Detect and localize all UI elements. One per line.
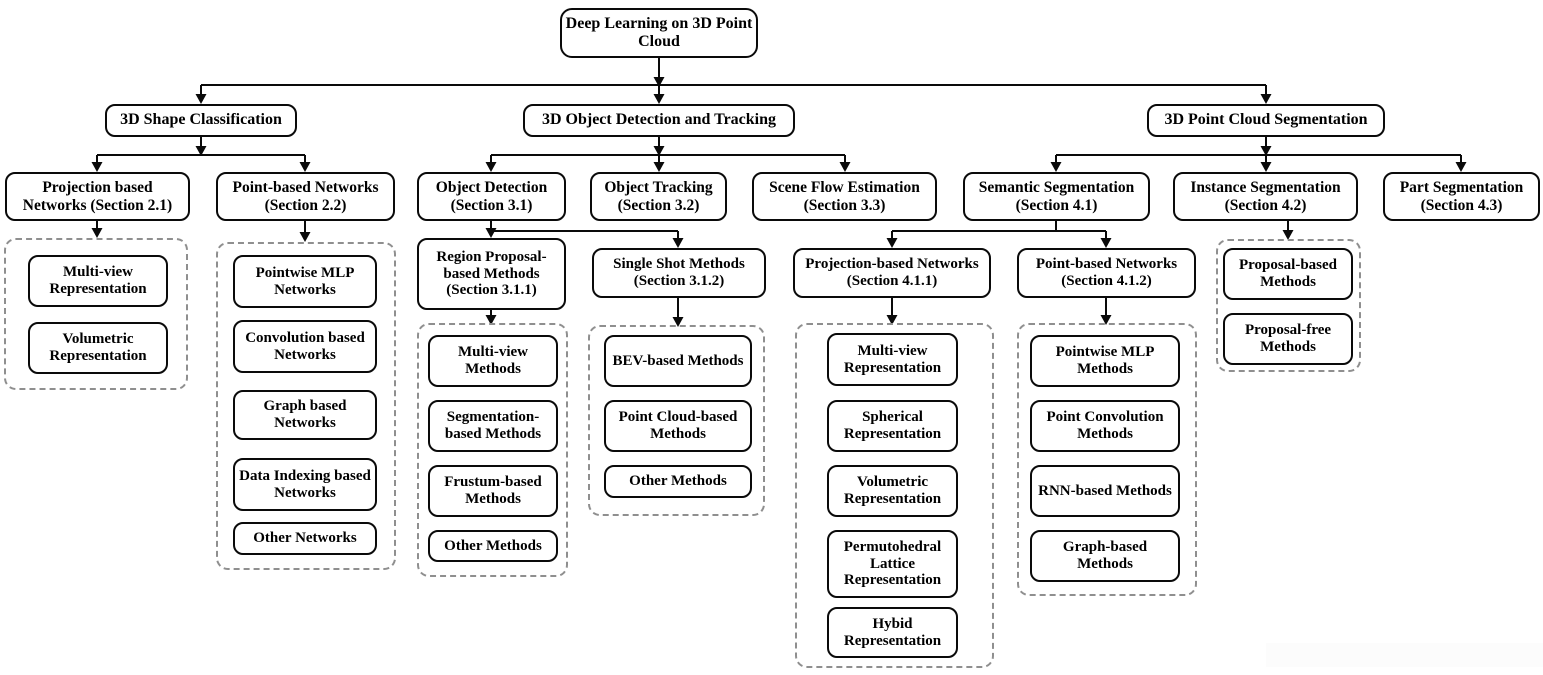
node-object-tracking-3-2: Object Tracking (Section 3.2)	[590, 172, 727, 221]
method-spherical-representation: Spherical Representation	[827, 400, 958, 452]
method-multi-view-representation-2-1: Multi-view Representation	[28, 255, 168, 307]
group-section-2-1	[4, 238, 188, 390]
method-convolution-based-networks: Convolution based Networks	[233, 320, 377, 373]
method-data-indexing-based-networks: Data Indexing based Networks	[233, 458, 377, 511]
node-3d-shape-classification: 3D Shape Classification	[105, 104, 297, 137]
method-other-networks: Other Networks	[233, 522, 377, 555]
method-frustum-based-methods: Frustum-based Methods	[428, 465, 558, 517]
group-section-4-2	[1216, 239, 1361, 372]
node-single-shot-methods-3-1-2: Single Shot Methods (Section 3.1.2)	[592, 248, 766, 298]
node-root: Deep Learning on 3D Point Cloud	[560, 8, 758, 58]
method-pointwise-mlp-methods: Pointwise MLP Methods	[1030, 335, 1180, 387]
method-multi-view-representation-4-1-1: Multi-view Representation	[827, 333, 958, 386]
node-point-based-networks-2-2: Point-based Networks (Section 2.2)	[216, 172, 395, 221]
method-volumetric-representation-4-1-1: Volumetric Representation	[827, 465, 958, 517]
node-3d-point-cloud-segmentation: 3D Point Cloud Segmentation	[1147, 104, 1385, 137]
node-projection-based-networks-4-1-1: Projection-based Networks (Section 4.1.1…	[793, 248, 991, 298]
node-object-detection-3-1: Object Detection (Section 3.1)	[417, 172, 566, 221]
method-permutohedral-lattice-representation: Permutohedral Lattice Representation	[827, 530, 958, 598]
method-other-methods-3-1-1: Other Methods	[428, 530, 558, 562]
method-proposal-free-methods: Proposal-free Methods	[1223, 313, 1353, 365]
method-point-cloud-based-methods: Point Cloud-based Methods	[604, 400, 752, 452]
group-section-3-1-2	[588, 325, 765, 516]
group-section-4-1-2	[1017, 323, 1197, 596]
node-semantic-segmentation-4-1: Semantic Segmentation (Section 4.1)	[963, 172, 1150, 221]
node-projection-based-networks-2-1: Projection based Networks (Section 2.1)	[5, 172, 190, 221]
group-section-4-1-1	[795, 323, 994, 668]
method-other-methods-3-1-2: Other Methods	[604, 465, 752, 498]
method-pointwise-mlp-networks: Pointwise MLP Networks	[233, 255, 377, 308]
method-volumetric-representation-2-1: Volumetric Representation	[28, 322, 168, 374]
arrowheads	[91, 77, 1467, 327]
node-region-proposal-methods-3-1-1: Region Proposal-based Methods (Section 3…	[417, 238, 566, 310]
node-3d-object-detection-tracking: 3D Object Detection and Tracking	[523, 104, 795, 137]
node-part-segmentation-4-3: Part Segmentation (Section 4.3)	[1383, 172, 1540, 221]
method-hybid-representation: Hybid Representation	[827, 607, 958, 658]
group-section-3-1-1	[417, 323, 568, 577]
method-multi-view-methods: Multi-view Methods	[428, 335, 558, 387]
method-proposal-based-methods: Proposal-based Methods	[1223, 248, 1353, 300]
node-point-based-networks-4-1-2: Point-based Networks (Section 4.1.2)	[1017, 248, 1196, 298]
node-instance-segmentation-4-2: Instance Segmentation (Section 4.2)	[1173, 172, 1358, 221]
method-segmentation-based-methods: Segmentation-based Methods	[428, 400, 558, 452]
method-bev-based-methods: BEV-based Methods	[604, 335, 752, 387]
node-scene-flow-estimation-3-3: Scene Flow Estimation (Section 3.3)	[752, 172, 937, 221]
method-graph-based-networks: Graph based Networks	[233, 390, 377, 440]
method-graph-based-methods: Graph-based Methods	[1030, 530, 1180, 582]
method-point-convolution-methods: Point Convolution Methods	[1030, 400, 1180, 452]
group-section-2-2	[216, 242, 396, 570]
watermark-remnant	[1266, 643, 1543, 667]
method-rnn-based-methods: RNN-based Methods	[1030, 465, 1180, 517]
